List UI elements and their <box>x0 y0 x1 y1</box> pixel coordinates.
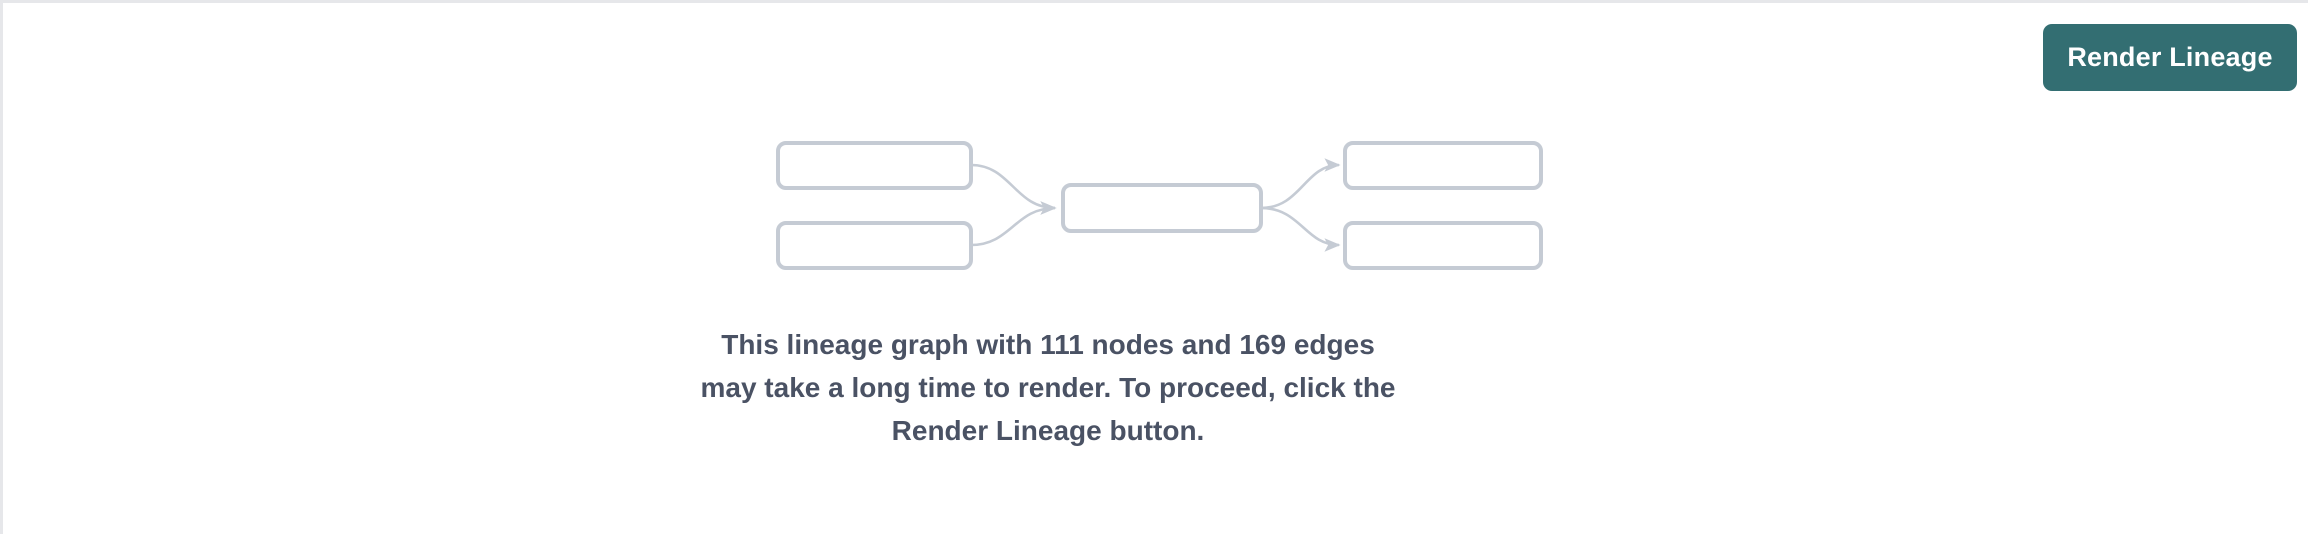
lineage-graph-placeholder <box>743 123 1573 293</box>
render-lineage-button[interactable]: Render Lineage <box>2043 24 2297 91</box>
placeholder-node-focus <box>1061 183 1263 233</box>
edge-upstream-2-to-focus <box>970 201 1057 247</box>
placeholder-node-downstream-1 <box>1343 141 1543 190</box>
edge-focus-to-downstream-1 <box>1260 158 1341 210</box>
placeholder-node-upstream-1 <box>776 141 973 190</box>
edge-upstream-1-to-focus <box>970 163 1057 215</box>
placeholder-node-upstream-2 <box>776 221 973 270</box>
lineage-warning-message: This lineage graph with 111 nodes and 16… <box>700 329 1396 446</box>
edge-focus-to-downstream-2 <box>1260 206 1341 252</box>
placeholder-node-downstream-2 <box>1343 221 1543 270</box>
